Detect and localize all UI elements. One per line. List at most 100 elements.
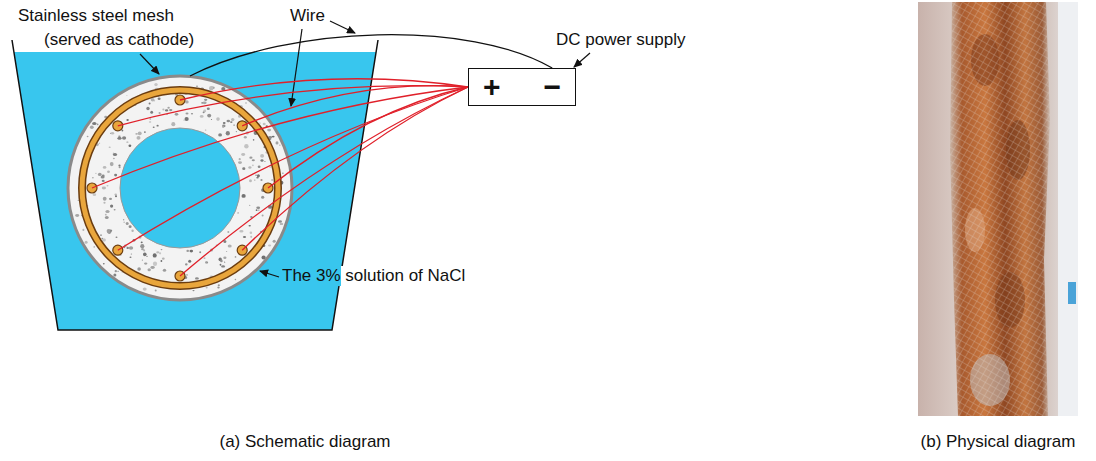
aggregate [130,257,132,259]
aggregate [82,229,84,231]
aggregate [126,222,129,225]
aggregate [171,122,175,126]
aggregate [267,129,271,132]
aggregate [107,171,110,174]
aggregate [242,194,246,198]
aggregate [203,257,205,258]
aggregate [146,256,147,257]
aggregate [222,126,224,128]
aggregate [119,166,121,168]
steel-mesh-wrap [950,2,1050,416]
aggregate [217,286,219,288]
anode-wire [92,87,468,188]
aggregate [259,123,261,124]
aggregate [244,136,247,139]
aggregate [207,108,210,110]
anode-wire [118,86,468,126]
aggregate [278,220,282,223]
aggregate [250,232,253,234]
aggregate [264,161,266,162]
aggregate [167,107,169,109]
aggregate [273,240,276,243]
aggregate [268,245,271,247]
aggregate [203,101,207,104]
aggregate [279,145,280,146]
aggregate [161,249,163,250]
hoop-rebar-outline [82,90,278,286]
aggregate [98,173,102,176]
aggregate [257,174,260,177]
aggregate [258,166,261,168]
anode-wire [180,87,468,276]
aggregate [123,222,125,223]
aggregate [107,229,111,233]
negative-terminal: − [543,70,561,104]
aggregate [117,271,119,272]
photo-background [918,2,1078,416]
aggregate [95,173,97,174]
aggregate [235,256,237,257]
container-wall [1058,2,1078,416]
aggregate [131,230,133,232]
aggregate [114,174,117,177]
aggregate [146,107,149,111]
aggregate [135,133,138,135]
aggregate [107,185,109,186]
aggregate [93,193,97,196]
steel-mesh [68,76,292,300]
aggregate [161,260,163,262]
aggregate [131,253,132,254]
aggregate [185,117,189,121]
aggregate [239,158,241,160]
aggregate [218,133,222,136]
aggregate [153,127,155,128]
aggregate [126,94,127,96]
aggregate [142,260,143,262]
aggregate [260,154,264,158]
aggregate [156,251,159,253]
aggregate [205,261,207,262]
aggregate [151,98,155,101]
aggregate [129,225,132,228]
aggregate [185,263,188,265]
aggregate [129,145,132,148]
aggregate [209,86,213,90]
aggregate [127,247,129,249]
aggregate [218,284,220,286]
aggregate [248,166,251,168]
aggregate [159,112,161,114]
aggregate [143,252,147,256]
aggregate [272,136,275,138]
aggregate [99,143,100,144]
aggregate [103,202,105,204]
aggregate [224,262,225,263]
leader-arrow [140,54,159,74]
aggregate [203,111,205,113]
aggregate [140,244,144,248]
concrete-ring [68,76,292,300]
aggregate [195,277,199,279]
aggregate [226,250,227,252]
leader-arrow [330,21,355,33]
aggregate [185,100,189,103]
aggregate [90,126,94,129]
aggregate [243,236,246,238]
aggregate [205,261,208,263]
aggregate [206,287,208,289]
aggregate [235,279,237,280]
aggregate [282,173,283,174]
aggregate-texture [75,83,283,292]
leader-arrow [574,53,590,67]
aggregate [144,263,147,265]
longitudinal-rebars [87,95,273,281]
aggregate [169,109,172,111]
aggregate [216,117,220,121]
aggregate [122,136,126,139]
aggregate [233,124,235,125]
aggregate [249,225,251,226]
aggregate [153,262,157,267]
aggregate [249,157,252,159]
aggregate [220,264,222,266]
aggregate [101,238,103,239]
salt-water [14,52,376,330]
